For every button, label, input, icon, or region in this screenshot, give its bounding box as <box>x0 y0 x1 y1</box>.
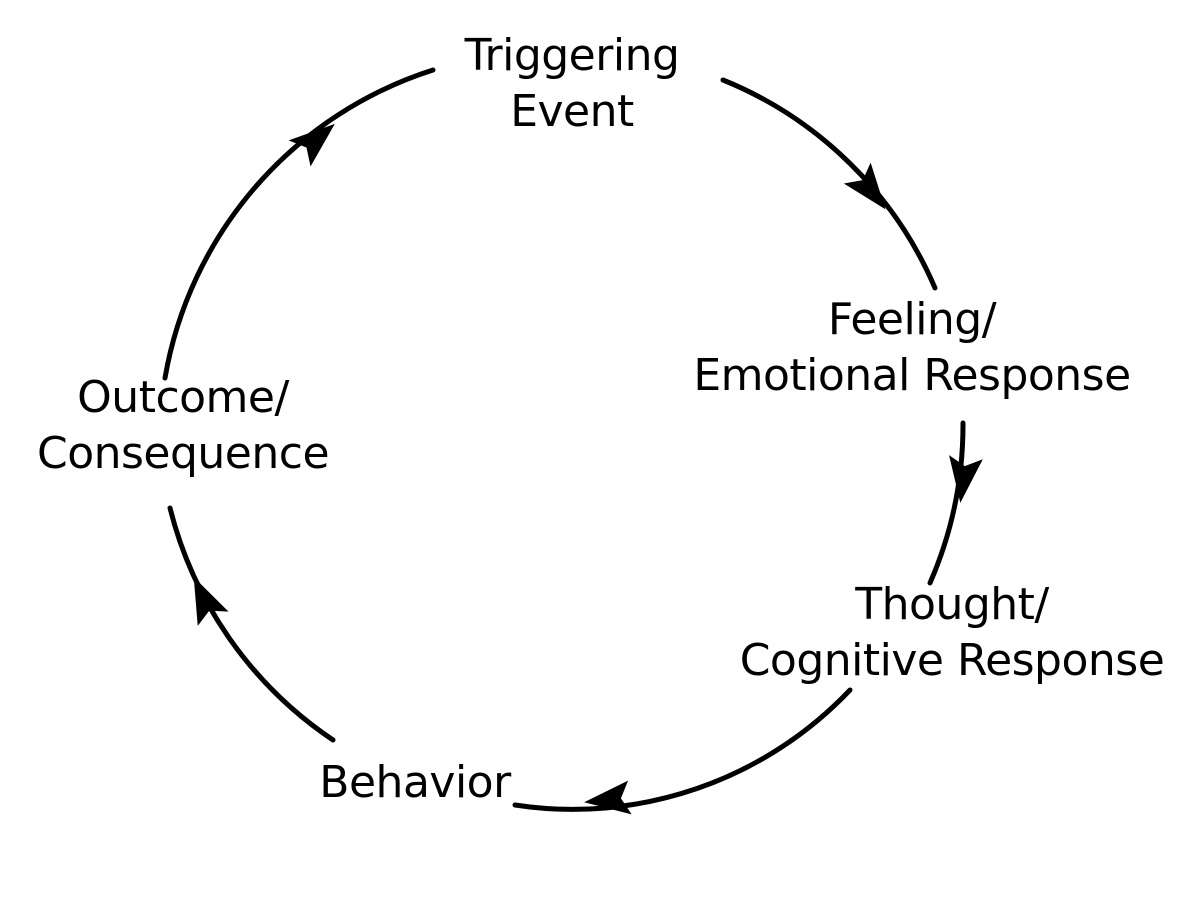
arrow-head-behavior-to-outcome <box>193 577 229 626</box>
node-label-feeling: Feeling/ Emotional Response <box>693 292 1131 405</box>
arc-thought-to-behavior <box>512 687 853 812</box>
node-label-behavior: Behavior <box>319 755 511 811</box>
arrow-head-feeling-to-thought <box>949 455 983 503</box>
arrow-head-thought-to-behavior <box>584 780 632 815</box>
arc-outcome-to-triggering <box>162 67 436 381</box>
arrow-head-triggering-to-feeling <box>843 162 886 210</box>
node-label-line: Thought/ <box>855 579 1049 630</box>
node-label-line: Triggering <box>464 30 680 81</box>
node-label-line: Feeling/ <box>827 294 997 345</box>
node-label-line: Event <box>510 86 634 138</box>
arc-triggering-to-feeling <box>720 77 938 291</box>
node-label-triggering-event: Triggering Event <box>465 28 680 141</box>
node-label-line: Cognitive Response <box>739 635 1165 687</box>
node-label-line: Outcome/ <box>77 372 289 423</box>
node-label-line: Behavior <box>319 757 511 808</box>
node-label-line: Consequence <box>36 428 330 480</box>
node-label-line: Emotional Response <box>693 350 1131 402</box>
arc-behavior-to-outcome <box>167 505 336 743</box>
arrow-head-outcome-to-triggering <box>288 123 335 167</box>
arc-feeling-to-thought <box>927 420 966 586</box>
node-label-thought: Thought/ Cognitive Response <box>740 577 1165 690</box>
node-label-outcome: Outcome/ Consequence <box>36 370 330 483</box>
